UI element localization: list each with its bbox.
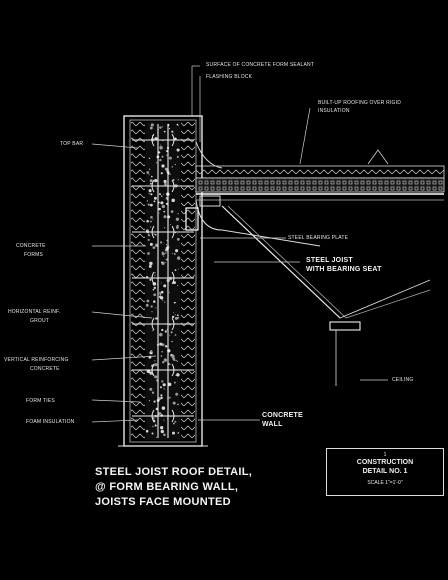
label-forms: FORMS bbox=[24, 252, 44, 258]
label-steel-joist: STEEL JOIST bbox=[306, 257, 353, 264]
label-bearing-seat: WITH BEARING SEAT bbox=[306, 266, 382, 273]
label-vertical-reinforcing: VERTICAL REINFORCING bbox=[4, 357, 69, 363]
label-top-bar: TOP BAR bbox=[60, 141, 84, 147]
title-block-line-3: SCALE 1"=1'-0" bbox=[367, 480, 403, 486]
title-block-number: 1 bbox=[383, 452, 387, 458]
label-concrete: CONCRETE bbox=[16, 243, 46, 249]
drawing-title-line-2: @ FORM BEARING WALL, bbox=[95, 481, 239, 493]
label-bearing-plate: STEEL BEARING PLATE bbox=[288, 235, 349, 241]
label-roofing: BUILT-UP ROOFING OVER RIGID bbox=[318, 100, 402, 106]
label-foam-insulation: FOAM INSULATION bbox=[26, 419, 75, 425]
label-horizontal-reinf: HORIZONTAL REINF. bbox=[8, 309, 61, 315]
roof-assembly bbox=[195, 141, 445, 207]
label-flashing-block: FLASHING BLOCK bbox=[206, 74, 253, 80]
label-concrete-2: CONCRETE bbox=[30, 366, 60, 372]
title-block-line-1: CONSTRUCTION bbox=[356, 459, 414, 466]
drawing-title-line-1: STEEL JOIST ROOF DETAIL, bbox=[95, 466, 253, 478]
title-block-line-2: DETAIL NO. 1 bbox=[362, 468, 408, 475]
label-ceiling: CEILING bbox=[392, 377, 414, 383]
concrete-aggregate bbox=[145, 123, 181, 439]
form-wall bbox=[118, 115, 208, 447]
label-grout: GROUT bbox=[30, 318, 50, 324]
steel-joist bbox=[185, 199, 431, 386]
label-insulation: INSULATION bbox=[318, 108, 350, 114]
label-form-ties: FORM TIES bbox=[26, 398, 55, 404]
title-block: 1 CONSTRUCTION DETAIL NO. 1 SCALE 1"=1'-… bbox=[326, 448, 444, 496]
label-concrete-wall: CONCRETE bbox=[262, 412, 303, 419]
leader-lines bbox=[91, 65, 388, 423]
label-concrete-sealant: SURFACE OF CONCRETE FORM SEALANT bbox=[206, 62, 315, 68]
drawing-title-line-3: JOISTS FACE MOUNTED bbox=[95, 496, 231, 508]
form-ties bbox=[132, 133, 194, 423]
label-wall: WALL bbox=[262, 421, 283, 428]
